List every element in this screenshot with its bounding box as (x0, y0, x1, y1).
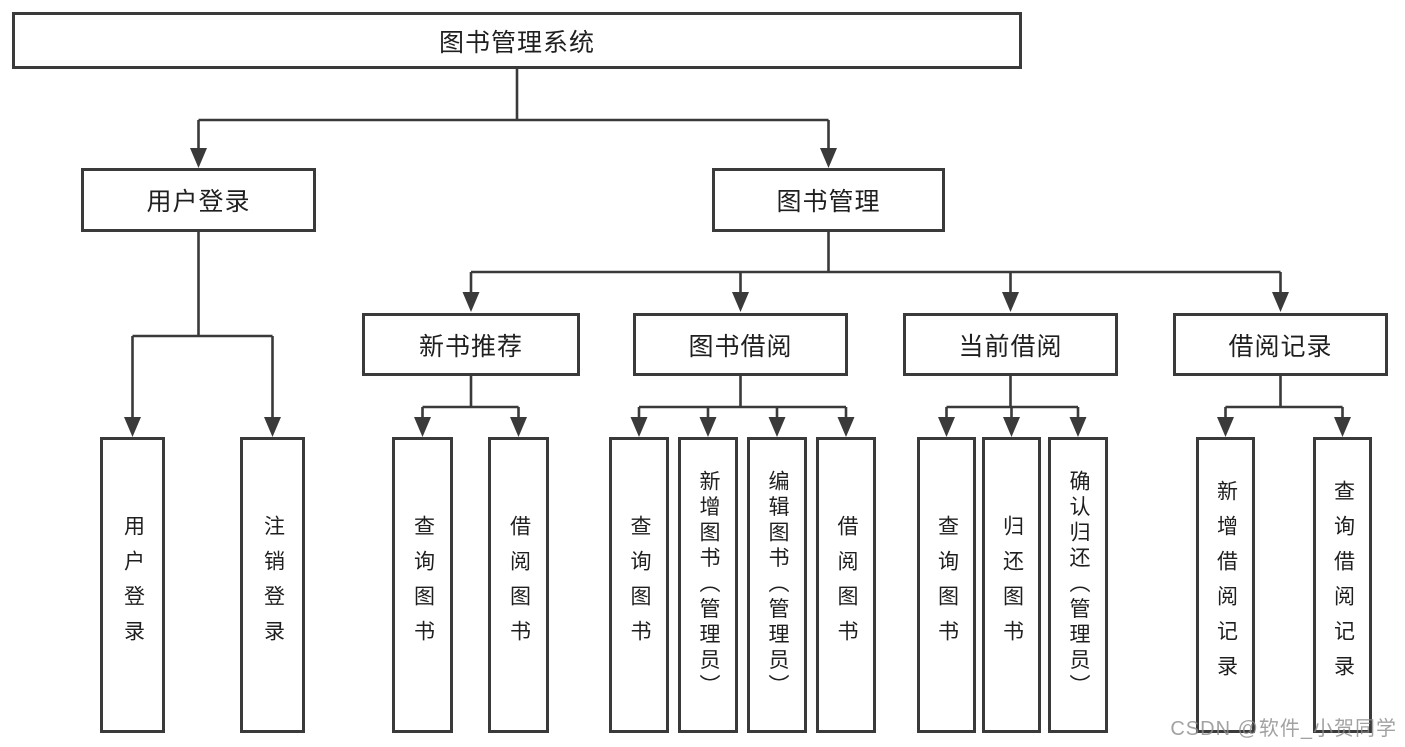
leaf-newbooks-query: 查询图书 (392, 437, 453, 733)
leaf-current-query-label: 查询图书 (935, 515, 959, 655)
leaf-borrow-query-label: 查询图书 (628, 515, 651, 655)
leaf-current-return: 归还图书 (982, 437, 1041, 733)
leaf-current-confirm-admin: 确认归还（管理员） (1048, 437, 1108, 733)
leaf-logout-label: 注销登录 (261, 515, 285, 655)
node-user-login: 用户登录 (81, 168, 316, 232)
node-book-management: 图书管理 (712, 168, 945, 232)
node-book-borrowing: 图书借阅 (633, 313, 848, 376)
csdn-watermark: CSDN @软件_小贺同学 (1170, 718, 1397, 740)
leaf-newbooks-borrow-label: 借阅图书 (507, 515, 531, 655)
leaf-borrow-add-admin: 新增图书（管理员） (678, 437, 738, 733)
node-book-borrowing-label: 图书借阅 (688, 332, 793, 361)
leaf-records-query: 查询借阅记录 (1313, 437, 1372, 733)
node-root-label: 图书管理系统 (438, 28, 595, 57)
leaf-current-return-label: 归还图书 (1000, 515, 1024, 655)
leaf-borrow-book-label: 借阅图书 (835, 515, 858, 655)
leaf-records-add-label: 新增借阅记录 (1214, 480, 1238, 690)
leaf-borrow-query: 查询图书 (609, 437, 669, 733)
leaf-user-login-label: 用户登录 (121, 515, 145, 655)
leaf-borrow-book: 借阅图书 (816, 437, 876, 733)
node-new-book-recommend-label: 新书推荐 (418, 332, 523, 361)
node-borrowing-records-label: 借阅记录 (1228, 332, 1333, 361)
leaf-logout: 注销登录 (240, 437, 305, 733)
node-user-login-label: 用户登录 (146, 188, 251, 216)
leaf-borrow-edit-admin: 编辑图书（管理员） (747, 437, 807, 733)
leaf-borrow-edit-admin-label: 编辑图书（管理员） (766, 470, 789, 700)
node-borrowing-records: 借阅记录 (1173, 313, 1388, 376)
leaf-newbooks-borrow: 借阅图书 (488, 437, 549, 733)
node-new-book-recommend: 新书推荐 (362, 313, 580, 376)
leaf-borrow-add-admin-label: 新增图书（管理员） (697, 470, 720, 700)
node-root: 图书管理系统 (12, 12, 1022, 69)
node-book-management-label: 图书管理 (776, 188, 881, 216)
node-current-borrowing-label: 当前借阅 (958, 332, 1063, 361)
leaf-records-query-label: 查询借阅记录 (1331, 480, 1355, 690)
leaf-current-confirm-admin-label: 确认归还（管理员） (1067, 470, 1090, 700)
leaf-records-add: 新增借阅记录 (1196, 437, 1255, 733)
node-current-borrowing: 当前借阅 (903, 313, 1118, 376)
leaf-current-query: 查询图书 (917, 437, 976, 733)
leaf-newbooks-query-label: 查询图书 (411, 515, 435, 655)
leaf-user-login: 用户登录 (100, 437, 165, 733)
